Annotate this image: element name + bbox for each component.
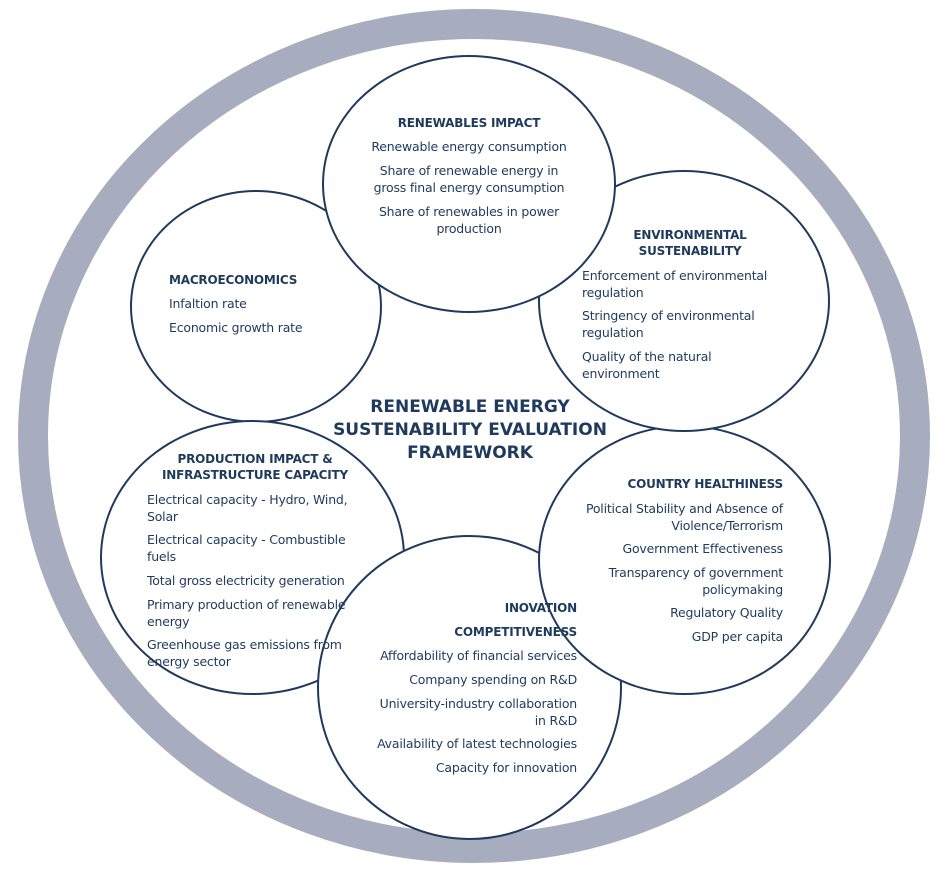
production-item-combustible-line-1: Electrical capacity - Combustible — [147, 532, 346, 547]
production-item-primary-line-1: Primary production of renewable — [147, 597, 346, 612]
framework-title-line-3: FRAMEWORK — [407, 443, 533, 463]
macroeconomics-item-inflation: Infaltion rate — [169, 296, 247, 311]
country-healthiness-circle — [538, 425, 831, 695]
innovation-heading-line-2: COMPETITIVENESS — [454, 625, 577, 639]
innovation-item-collaboration-line-1: University-industry collaboration — [379, 696, 578, 711]
production-item-hydro-line-2: Solar — [147, 509, 178, 524]
framework-title-line-1: RENEWABLE ENERGY — [370, 397, 570, 417]
environmental-item-stringency-line-1: Stringency of environmental — [582, 308, 755, 323]
production-item-primary-line-2: energy — [147, 614, 190, 629]
production-item-combustible-line-2: fuels — [147, 549, 176, 564]
outer-ring-ellipse — [18, 9, 930, 863]
renewables-item-share-power-line-1: Share of renewables in power — [378, 204, 560, 219]
innovation-item-financial: Affordability of financial services — [380, 648, 577, 663]
country-item-stability-line-2: Violence/Terrorism — [671, 518, 783, 533]
renewables-item-consumption: Renewable energy consumption — [371, 139, 567, 154]
production-item-generation: Total gross electricity generation — [147, 573, 345, 588]
innovation-item-spending: Company spending on R&D — [409, 672, 577, 687]
production-item-emissions-line-1: Greenhouse gas emissions from — [147, 637, 342, 652]
production-item-hydro-line-1: Electrical capacity - Hydro, Wind, — [147, 492, 348, 507]
framework-title-line-2: SUSTENABILITY EVALUATION — [333, 420, 607, 440]
country-item-regulatory: Regulatory Quality — [670, 605, 783, 620]
renewables-item-share-gross-line-2: gross final energy consumption — [373, 180, 565, 195]
innovation-item-technologies: Availability of latest technologies — [377, 736, 577, 751]
renewables-impact-heading: RENEWABLES IMPACT — [397, 116, 541, 130]
framework-title: RENEWABLE ENERGY SUSTENABILITY EVALUATIO… — [320, 396, 620, 465]
production-item-emissions-line-2: energy sector — [147, 654, 231, 669]
renewables-item-share-power-line-2: production — [436, 221, 502, 236]
environmental-item-stringency-line-2: regulation — [582, 325, 644, 340]
innovation-item-collaboration-line-2: in R&D — [534, 713, 577, 728]
renewables-item-share-gross-line-1: Share of renewable energy in — [379, 163, 559, 178]
country-healthiness-heading: COUNTRY HEALTHINESS — [627, 477, 784, 491]
production-heading-line-1: PRODUCTION IMPACT & — [177, 452, 333, 466]
renewables-impact-circle — [322, 55, 616, 313]
country-item-transparency-line-1: Transparency of government — [608, 565, 784, 580]
innovation-heading-line-1: INOVATION — [504, 601, 578, 615]
environmental-item-enforcement-line-1: Enforcement of environmental — [582, 268, 768, 283]
innovation-item-capacity: Capacity for innovation — [435, 760, 577, 775]
environmental-item-enforcement-line-2: regulation — [582, 285, 644, 300]
country-item-stability-line-1: Political Stability and Absence of — [585, 501, 783, 516]
country-item-transparency-line-2: policymaking — [702, 582, 783, 597]
environmental-item-quality-line-2: environment — [582, 366, 660, 381]
environmental-heading-line-2: SUSTENABILITY — [638, 244, 742, 258]
environmental-item-quality-line-1: Quality of the natural — [582, 349, 712, 364]
country-item-effectiveness: Government Effectiveness — [622, 541, 784, 556]
macroeconomics-item-growth: Economic growth rate — [169, 320, 303, 335]
environmental-heading-line-1: ENVIRONMENTAL — [633, 228, 747, 242]
country-item-gdp: GDP per capita — [691, 629, 783, 644]
production-heading-line-2: INFRASTRUCTURE CAPACITY — [161, 468, 349, 482]
macroeconomics-heading: MACROECONOMICS — [169, 273, 298, 287]
